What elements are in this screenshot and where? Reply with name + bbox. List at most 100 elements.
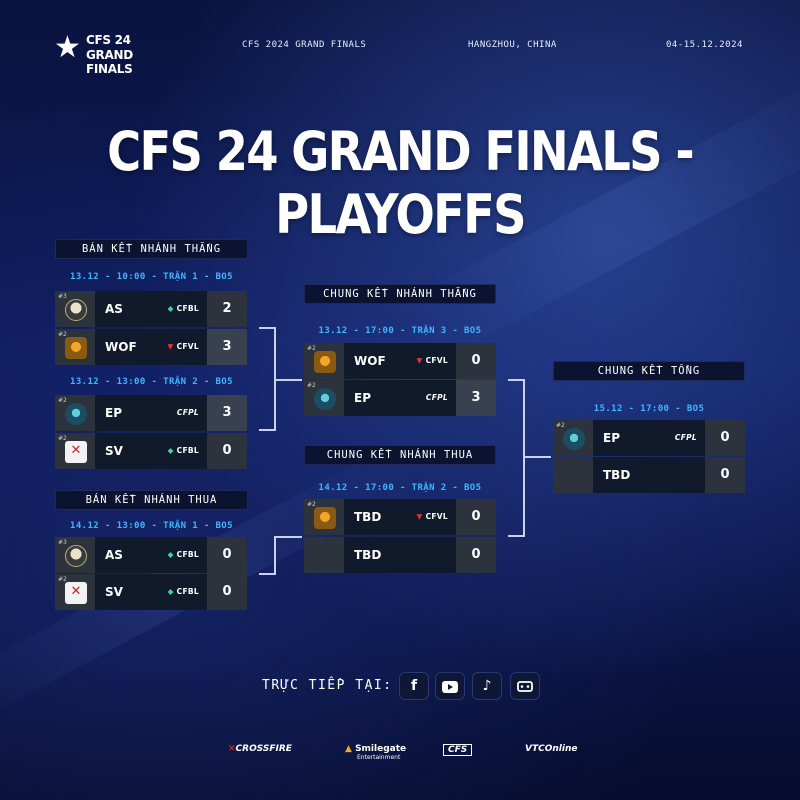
team-logo-cell: #2 [55,395,95,431]
match-row[interactable]: #2 EP CFPL 3 [55,395,247,431]
team-seed: #2 [556,422,565,429]
team-info: TBD ▼CFVL [344,499,456,535]
match-row[interactable]: TBD 0 [304,537,496,573]
bracket-connector [508,379,524,381]
match-schedule: 13.12 - 17:00 - TRẬN 3 - BO5 [318,326,482,336]
team-logo-cell: #2 [553,420,593,456]
team-score: 3 [456,380,496,416]
team-info: SV ◆CFBL [95,433,207,469]
match-schedule: 14.12 - 13:00 - TRẬN 1 - BO5 [70,521,233,531]
tiktok-icon[interactable]: ♪ [472,672,502,700]
team-name: EP [105,406,122,420]
league-tag: ▼CFVL [416,512,448,521]
smilegate-icon: ▲ [345,744,352,754]
sv-team-icon [65,582,87,604]
match-schedule: 15.12 - 17:00 - BO5 [593,404,705,414]
cfbl-icon: ◆ [167,587,174,596]
team-logo-cell: #2 [304,499,344,535]
upper-semis-label: BÁN KẾT NHÁNH THẮNG [55,239,248,259]
team-name: WOF [354,354,386,368]
bracket-connector [508,535,524,537]
ep-team-icon [65,403,87,425]
team-info: EP CFPL [95,395,207,431]
match-row[interactable]: #2 SV ◆CFBL 0 [55,574,247,610]
as-team-icon [65,545,87,567]
team-name: EP [603,431,620,445]
crossfire-icon: ✕ [228,744,236,754]
match-row[interactable]: #3 AS ◆CFBL 0 [55,537,247,573]
match-schedule: 13.12 - 13:00 - TRẬN 2 - BO5 [70,377,233,387]
bracket-connector [259,573,275,575]
gaming-icon[interactable] [510,672,540,700]
team-score: 0 [705,457,745,493]
cfs-logo-footer: CFS [443,744,473,756]
match-row[interactable]: #2 WOF ▼CFVL 0 [304,343,496,379]
match-row[interactable]: #2 EP CFPL 0 [553,420,745,456]
team-score: 0 [207,537,247,573]
team-logo-cell: #2 [304,343,344,379]
team-seed: #2 [58,331,67,338]
match-row[interactable]: #3 AS ◆CFBL 2 [55,291,247,327]
team-logo-cell: #2 [55,329,95,365]
star-icon: ★ [54,30,81,65]
match-schedule: 13.12 - 10:00 - TRẬN 1 - BO5 [70,272,233,282]
team-score: 0 [456,343,496,379]
team-logo-cell [553,457,593,493]
league-tag: ◆CFBL [167,550,199,559]
team-seed: #3 [58,539,67,546]
team-logo-cell: #3 [55,291,95,327]
wof-team-icon [65,337,87,359]
event-location: HANGZHOU, CHINA [468,40,557,50]
team-seed: #3 [58,293,67,300]
page-title: CFS 24 GRAND FINALS - PLAYOFFS [107,120,695,246]
team-name: TBD [354,510,382,524]
youtube-icon[interactable] [435,672,465,700]
cfbl-icon: ◆ [167,550,174,559]
facebook-icon[interactable]: f [399,672,429,700]
team-name: TBD [603,468,631,482]
team-info: SV ◆CFBL [95,574,207,610]
cfbl-icon: ◆ [167,304,174,313]
match-row[interactable]: #2 SV ◆CFBL 0 [55,433,247,469]
team-logo-cell [304,537,344,573]
team-name: AS [105,548,123,562]
match-row[interactable]: #2 WOF ▼CFVL 3 [55,329,247,365]
bracket-connector [259,327,275,329]
league-tag: ◆CFBL [167,304,199,313]
team-info: WOF ▼CFVL [344,343,456,379]
bracket-connector [523,456,551,458]
league-tag: CFPL [176,408,199,417]
league-tag: CFPL [425,393,448,402]
event-dates: 04-15.12.2024 [666,40,743,50]
team-info: TBD [344,537,456,573]
grand-final-label: CHUNG KẾT TỔNG [553,361,745,381]
wof-team-icon [314,507,336,529]
ep-team-icon [314,388,336,410]
team-score: 3 [207,329,247,365]
cfvl-icon: ▼ [416,356,423,365]
bracket-connector [274,536,276,575]
top-bar: ★ CFS 24 GRAND FINALS CFS 2024 GRAND FIN… [0,28,800,77]
team-seed: #2 [58,576,67,583]
match-row[interactable]: TBD 0 [553,457,745,493]
match-row[interactable]: #2 TBD ▼CFVL 0 [304,499,496,535]
team-info: EP CFPL [344,380,456,416]
team-info: TBD [593,457,705,493]
team-name: AS [105,302,123,316]
team-seed: #2 [58,435,67,442]
match-row[interactable]: #2 EP CFPL 3 [304,380,496,416]
team-seed: #2 [58,397,67,404]
team-info: AS ◆CFBL [95,537,207,573]
team-logo-cell: #2 [55,574,95,610]
league-tag: ▼CFVL [167,342,199,351]
match-schedule: 14.12 - 17:00 - TRẬN 2 - BO5 [318,483,482,493]
team-logo-cell: #2 [55,433,95,469]
cfvl-icon: ▼ [167,342,174,351]
team-seed: #2 [307,382,316,389]
cfs-logo: ★ CFS 24 GRAND FINALS [54,30,174,77]
team-name: TBD [354,548,382,562]
crossfire-logo: ✕CROSSFIRE [228,744,292,754]
bracket-connector [274,379,302,381]
smilegate-sub: Entertainment [357,754,401,761]
